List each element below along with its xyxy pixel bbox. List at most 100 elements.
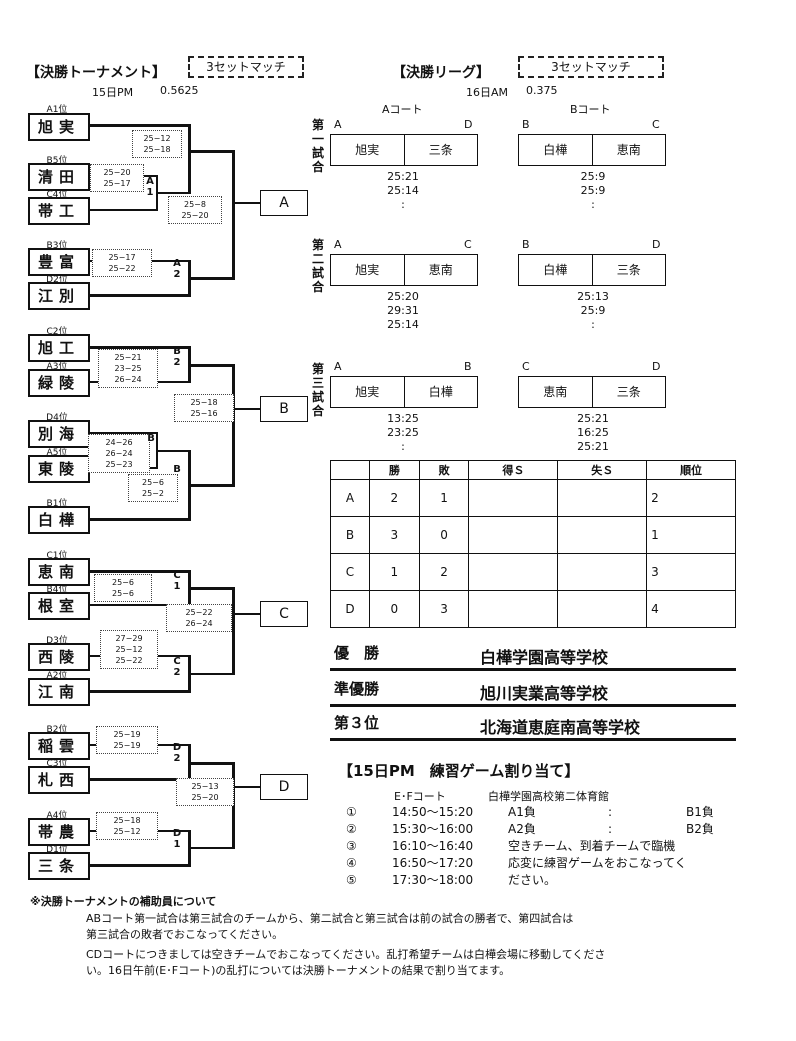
team-name: 札西 xyxy=(28,766,90,794)
final-third: 第３位 北海道恵庭南高等学校 xyxy=(330,706,736,741)
practice-court: E･Fコート xyxy=(394,790,446,803)
bracket-line xyxy=(232,408,260,410)
team-seed: D2位 xyxy=(46,275,68,285)
team-seed: B3位 xyxy=(46,241,68,251)
bracket-line xyxy=(90,209,156,211)
bracket-line xyxy=(156,450,190,452)
league-match: 白樺恵南 xyxy=(518,134,666,166)
league-match: 旭実三条 xyxy=(330,134,478,166)
team-seed: C3位 xyxy=(46,759,68,769)
slot-letter: C xyxy=(464,238,472,251)
bracket-line xyxy=(188,150,234,153)
slot-letter: C xyxy=(652,118,660,131)
team-name: 緑陵 xyxy=(28,369,90,397)
bracket-line xyxy=(188,762,234,765)
notes-line: 第三試合の敗者でおこなってください。 xyxy=(86,928,284,941)
team-seed: D3位 xyxy=(46,636,68,646)
slot-letter: A xyxy=(334,360,342,373)
bracket-line xyxy=(232,202,260,204)
bracket-line xyxy=(156,192,190,194)
team-name: 白樺 xyxy=(28,506,90,534)
team-seed: A1位 xyxy=(46,105,68,115)
final-runner-up: 準優勝 旭川実業高等学校 xyxy=(330,672,736,707)
practice-venue: 白樺学園高校第二体育館 xyxy=(488,790,609,803)
team-seed: A2位 xyxy=(46,671,68,681)
slot-letter: D xyxy=(652,238,661,251)
bracket-line xyxy=(188,277,234,280)
league-match: 旭実恵南 xyxy=(330,254,478,286)
team-seed: B1位 xyxy=(46,499,68,509)
slot-letter: D xyxy=(464,118,473,131)
tournament-time: 15日PM xyxy=(92,86,134,99)
team-name: 稲雲 xyxy=(28,732,90,760)
bracket-line xyxy=(232,587,235,675)
team-seed: C1位 xyxy=(46,551,68,561)
bracket-line xyxy=(90,432,156,434)
slot-letter: B xyxy=(464,360,472,373)
team-name: 江南 xyxy=(28,678,90,706)
bracket-line xyxy=(232,150,235,280)
bracket-result-a: A xyxy=(260,190,308,216)
team-name: 豊富 xyxy=(28,248,90,276)
court-a-label: Aコート xyxy=(382,103,423,116)
team-name: 旭実 xyxy=(28,113,90,141)
bracket-line xyxy=(232,364,235,487)
winner-marker: B xyxy=(173,464,181,475)
bracket-line xyxy=(90,294,190,297)
round-label: 第二試合 xyxy=(311,238,324,294)
bracket-line xyxy=(188,124,191,194)
table-row: D 0 3 4 xyxy=(330,590,736,628)
bracket-line xyxy=(90,570,190,573)
bracket-line xyxy=(90,346,190,349)
bracket-line xyxy=(90,864,190,867)
slot-letter: A xyxy=(334,118,342,131)
round-label: 第三試合 xyxy=(311,362,324,418)
league-format: 3セットマッチ xyxy=(518,56,664,78)
bracket-line xyxy=(232,613,260,615)
team-name: 清田 xyxy=(28,163,90,191)
bracket-line xyxy=(188,364,234,367)
league-time-code: 0.375 xyxy=(526,84,558,97)
table-header-row: 勝 敗 得Ｓ 失Ｓ 順位 xyxy=(330,460,736,480)
team-name: 帯工 xyxy=(28,197,90,225)
team-name: 西陵 xyxy=(28,643,90,671)
table-row: A 2 1 2 xyxy=(330,479,736,517)
league-match: 白樺三条 xyxy=(518,254,666,286)
team-name: 江別 xyxy=(28,282,90,310)
slot-letter: D xyxy=(652,360,661,373)
bracket-line xyxy=(188,587,234,590)
bracket-result-b: B xyxy=(260,396,308,422)
team-name: 帯農 xyxy=(28,818,90,846)
team-name: 三条 xyxy=(28,852,90,880)
court-b-label: Bコート xyxy=(570,103,611,116)
winner-marker: B xyxy=(147,433,155,444)
league-title: 【決勝リーグ】 xyxy=(392,65,490,81)
team-name: 根室 xyxy=(28,592,90,620)
team-seed: A4位 xyxy=(46,811,68,821)
tournament-format: 3セットマッチ xyxy=(188,56,304,78)
bracket-line xyxy=(188,673,234,675)
bracket-line xyxy=(90,690,190,693)
